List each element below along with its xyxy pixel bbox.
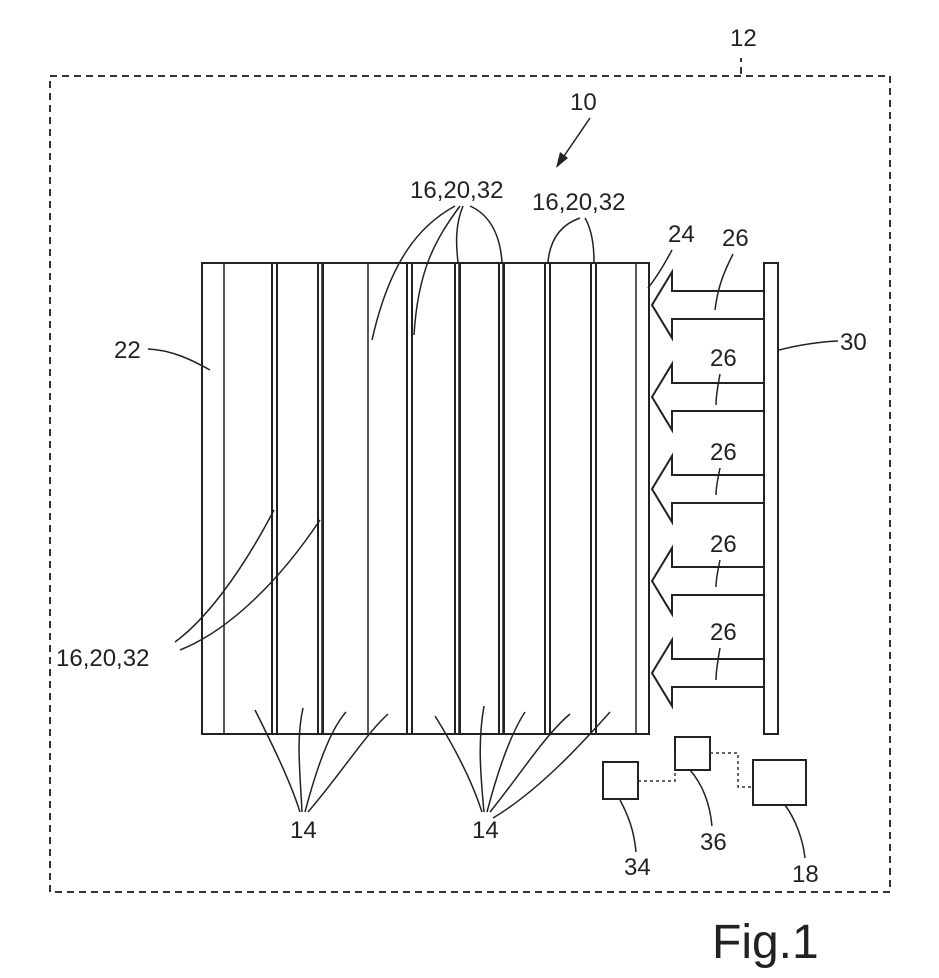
label-end-plate-left: 22 — [114, 337, 141, 364]
unit-18-leader — [785, 805, 805, 858]
label-force-4: 26 — [710, 531, 737, 558]
label-unit-36: 36 — [700, 829, 727, 856]
label-plates-top-right: 16,20,32 — [532, 189, 625, 216]
left-plate-leaders — [175, 510, 320, 650]
force-3-leader — [716, 468, 720, 495]
force-arrows — [652, 272, 764, 706]
label-assembly: 10 — [570, 89, 597, 116]
force-5-leader — [716, 648, 720, 680]
label-plates-top-left: 16,20,32 — [410, 177, 503, 204]
unit-34-box — [603, 762, 638, 799]
end-plate-right-leader — [648, 250, 672, 288]
label-press-plate: 30 — [840, 329, 867, 356]
force-4-leader — [716, 560, 720, 587]
label-plates-left: 16,20,32 — [56, 645, 149, 672]
stack-outline — [202, 263, 649, 734]
unit-36-leader — [690, 770, 712, 826]
press-plate — [764, 263, 778, 734]
label-force-1: 26 — [722, 225, 749, 252]
label-cells-left: 14 — [290, 817, 317, 844]
assembly-arrowhead — [556, 152, 568, 168]
cooling-plates — [272, 263, 596, 734]
cell-dividers — [224, 263, 636, 734]
label-enclosure: 12 — [730, 25, 757, 52]
unit-34-leader — [620, 800, 636, 852]
unit-18-box — [753, 760, 806, 805]
press-plate-leader — [779, 341, 838, 350]
force-1-leader — [715, 254, 733, 310]
label-cells-right: 14 — [472, 817, 499, 844]
label-force-3: 26 — [710, 439, 737, 466]
end-plate-left-leader — [148, 349, 210, 370]
force-2-leader — [716, 374, 720, 405]
label-force-2: 26 — [710, 345, 737, 372]
label-force-5: 26 — [710, 619, 737, 646]
top-plate-leaders — [372, 206, 594, 340]
label-end-plate-right: 24 — [668, 221, 695, 248]
cells-right-leaders — [435, 706, 610, 818]
figure-caption: Fig.1 — [712, 916, 819, 969]
unit-36-box — [675, 737, 710, 770]
label-unit-34: 34 — [624, 854, 651, 881]
label-unit-18: 18 — [792, 861, 819, 888]
